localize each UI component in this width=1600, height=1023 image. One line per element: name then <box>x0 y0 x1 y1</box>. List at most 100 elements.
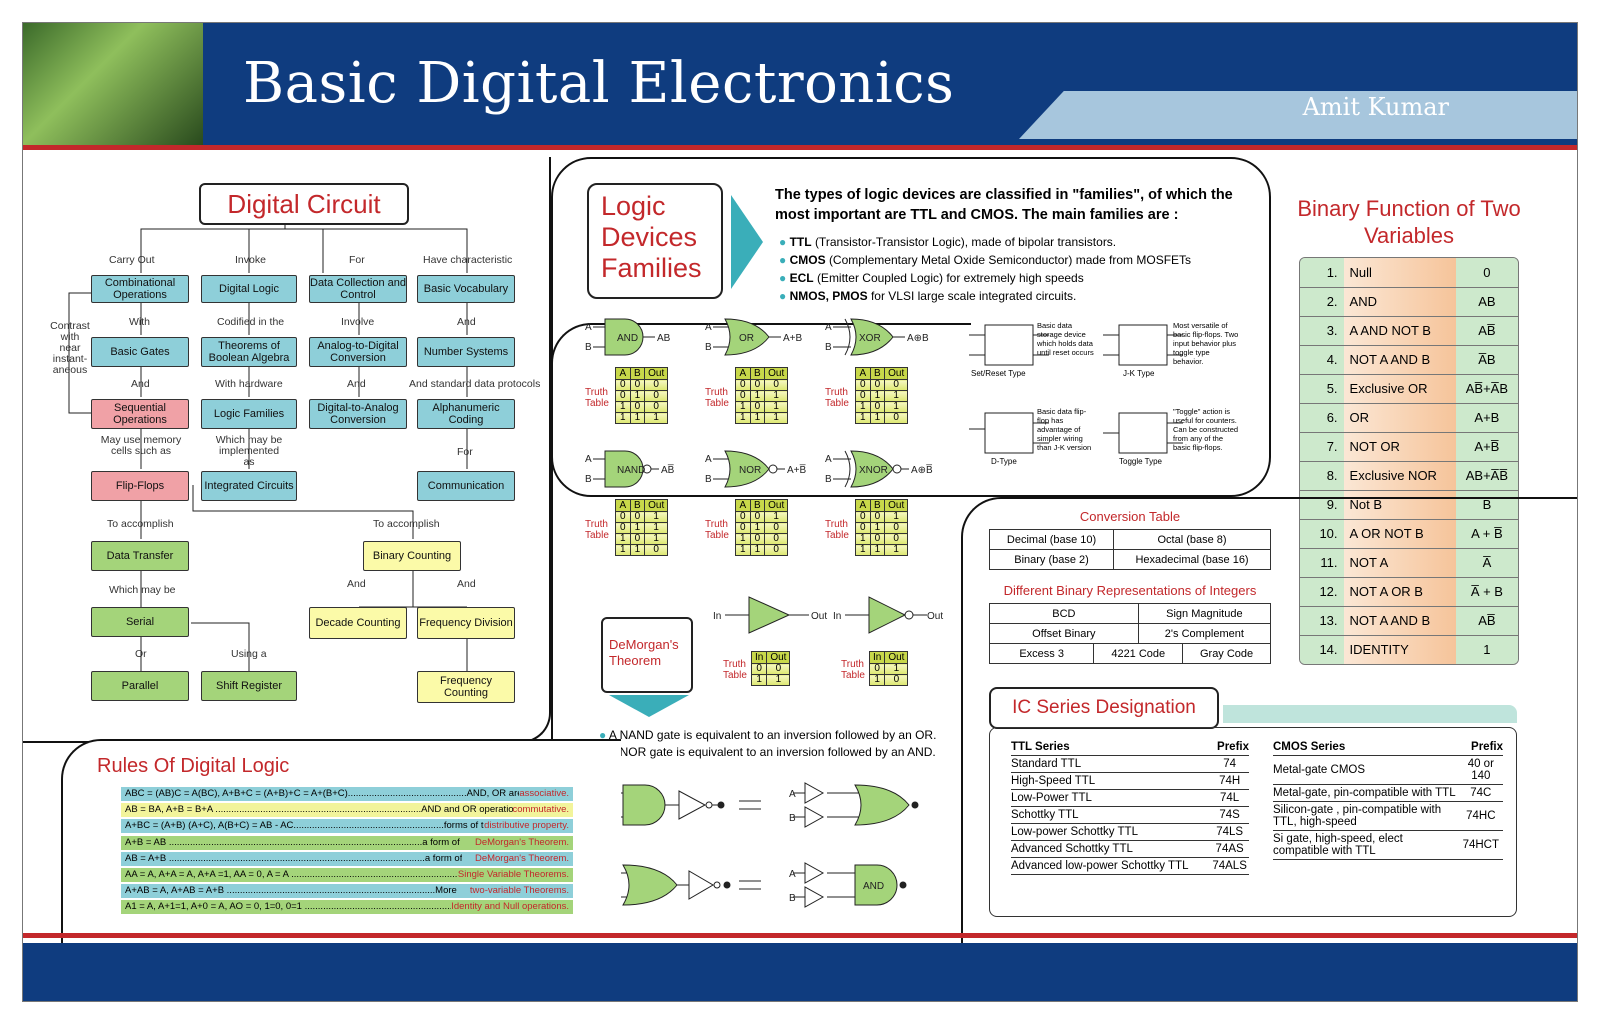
truth-table-label: Truth Table <box>585 387 609 409</box>
truth-cell: 1 <box>749 522 766 534</box>
truth-cell: 1 <box>764 511 789 523</box>
node-logic-families: Logic Families <box>201 399 297 429</box>
truth-cell: 1 <box>766 674 791 686</box>
truth-cell: 0 <box>615 511 631 523</box>
rule-name: DeMorgan's Theorem. <box>474 852 569 864</box>
footer-banner <box>23 943 1577 1001</box>
node-sequential: Sequential Operations <box>91 399 189 429</box>
ic-series-box <box>989 727 1517 917</box>
truth-cell: 0 <box>615 390 631 402</box>
ic-prefix: 74AS <box>1210 840 1249 858</box>
svg-text:B: B <box>585 342 592 353</box>
ic-series-name: Advanced Schottky TTL <box>1011 840 1211 858</box>
function-output: A̅ + B <box>1455 577 1518 607</box>
truth-cell: 0 <box>868 663 886 675</box>
function-name: AND <box>1343 287 1456 317</box>
gate-output: A⊕B̅ <box>911 464 933 476</box>
svg-text:A: A <box>585 322 592 333</box>
svg-text:B: B <box>585 474 592 485</box>
function-output: 1 <box>1455 635 1518 664</box>
rep-cell: BCD <box>989 603 1139 624</box>
truth-cell: 0 <box>735 390 751 402</box>
conversion-cell: Hexadecimal (base 16) <box>1113 549 1271 570</box>
node-shift-register: Shift Register <box>201 671 297 701</box>
ic-series-name: Schottky TTL <box>1011 806 1211 824</box>
edge-label: And <box>347 378 366 390</box>
truth-cell: 1 <box>884 401 909 413</box>
truth-cell: 1 <box>869 390 886 402</box>
node-frequency-division: Frequency Division <box>417 607 515 639</box>
truth-cell: 1 <box>615 401 631 413</box>
rule-expression: A+BC = (A+B) (A+C), A(B+C) = AB - AC....… <box>125 820 485 832</box>
truth-cell: 1 <box>764 401 789 413</box>
function-output: AB̅ <box>1455 316 1518 346</box>
edge-label: To accomplish <box>107 518 174 530</box>
truth-cell: 0 <box>855 522 871 534</box>
rep-cell: 2's Complement <box>1137 623 1272 644</box>
gate-output: AB̅ <box>661 464 675 476</box>
flip-flop-desc: Basic data flip-flop has advantage of si… <box>1037 407 1092 452</box>
truth-cell: 0 <box>644 544 669 556</box>
ic-series-name: High-Speed TTL <box>1011 772 1211 790</box>
gate-name: XOR <box>859 333 881 344</box>
truth-cell: 1 <box>644 412 669 424</box>
ic-series-name: Standard TTL <box>1011 755 1211 773</box>
edge-label: Carry Out <box>109 254 155 266</box>
rule-row: ABC = (AB)C = A(BC), A+B+C = (A+B)+C = A… <box>121 787 573 801</box>
flip-flop-desc: Most versatile of basic flip-flops. Two … <box>1173 321 1239 366</box>
truth-cell: 1 <box>615 412 631 424</box>
truth-cell: 0 <box>615 379 631 391</box>
function-name: NOT OR <box>1343 432 1456 462</box>
rep-cell: 4221 Code <box>1093 643 1184 664</box>
node-dac: Digital-to-Analog Conversion <box>309 399 407 429</box>
truth-cell: 1 <box>644 511 669 523</box>
truth-cell: 0 <box>869 511 886 523</box>
svg-text:B: B <box>789 813 796 824</box>
poster: Basic Digital Electronics Amit Kumar Dig… <box>22 22 1578 1002</box>
function-name: Null <box>1343 258 1456 288</box>
edge-label: Using a <box>231 648 267 660</box>
flip-flop-desc: "Toggle" action is useful for counters. … <box>1173 407 1239 452</box>
ic-prefix: 74H <box>1210 772 1249 790</box>
truth-cell: 0 <box>855 390 871 402</box>
svg-text:A: A <box>825 454 832 465</box>
rule-name: two-variable Theorems. <box>469 885 569 897</box>
function-output: AB̅+A̅B <box>1455 374 1518 404</box>
truth-table-label: Truth Table <box>841 659 865 681</box>
function-name: A AND NOT B <box>1343 316 1456 346</box>
edge-label: Or <box>135 648 147 660</box>
function-output: AB <box>1455 287 1518 317</box>
truth-cell: 1 <box>764 390 789 402</box>
row-number: 2. <box>1300 287 1344 317</box>
author-name: Amit Kumar <box>1302 93 1449 121</box>
truth-cell: 0 <box>735 379 751 391</box>
ic-series-name: Si gate, high-speed, elect compatible wi… <box>1273 830 1459 860</box>
svg-text:A: A <box>825 322 832 333</box>
truth-cell: 0 <box>766 663 791 675</box>
gate-name: NOR <box>739 465 761 476</box>
ic-row: Si gate, high-speed, elect compatible wi… <box>1273 830 1503 860</box>
rule-expression: AA = A, A+A = A, A+A =1, AA = 0, A = A .… <box>125 869 458 880</box>
function-name: NOT A OR B <box>1343 577 1456 607</box>
arrow-right-icon <box>731 195 763 289</box>
row-number: 7. <box>1300 432 1344 462</box>
gate-name: XNOR <box>859 465 888 476</box>
